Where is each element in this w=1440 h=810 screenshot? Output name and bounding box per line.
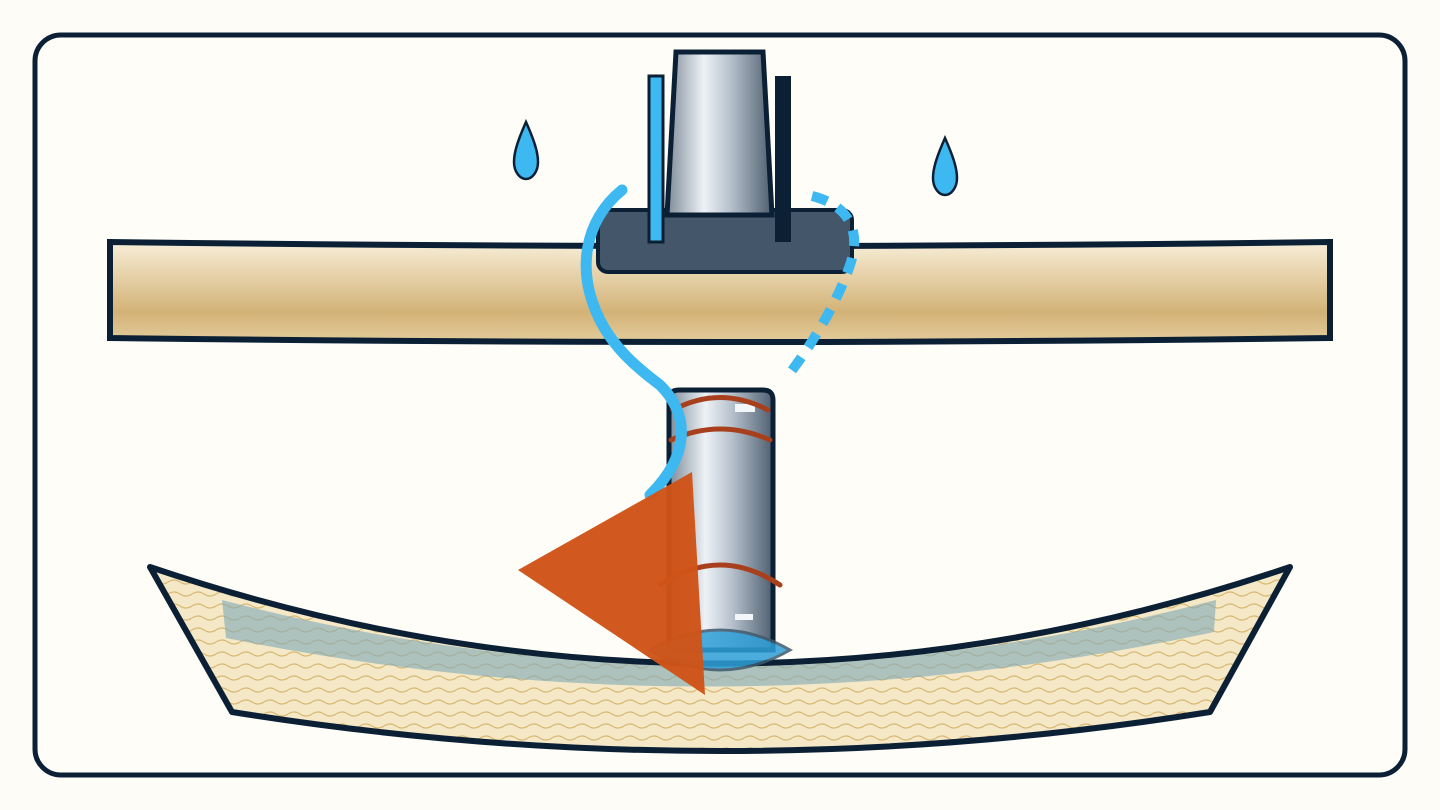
water-trickle-line xyxy=(580,184,687,501)
wood-beam xyxy=(107,238,1333,345)
water-drop-icon xyxy=(931,134,959,197)
pipe-highlight xyxy=(735,404,755,412)
upper-tapered-pipe xyxy=(664,49,775,218)
pooled-water xyxy=(222,600,1216,687)
water-hidden-path xyxy=(786,191,860,377)
flange-plate xyxy=(596,208,854,274)
left-blue-post xyxy=(647,74,665,244)
triangle-warning-icon xyxy=(518,472,705,695)
water-drop-icon xyxy=(512,118,540,181)
pipe-highlight xyxy=(735,614,753,620)
corrosion-arc xyxy=(670,395,771,413)
right-dark-post xyxy=(775,76,791,242)
